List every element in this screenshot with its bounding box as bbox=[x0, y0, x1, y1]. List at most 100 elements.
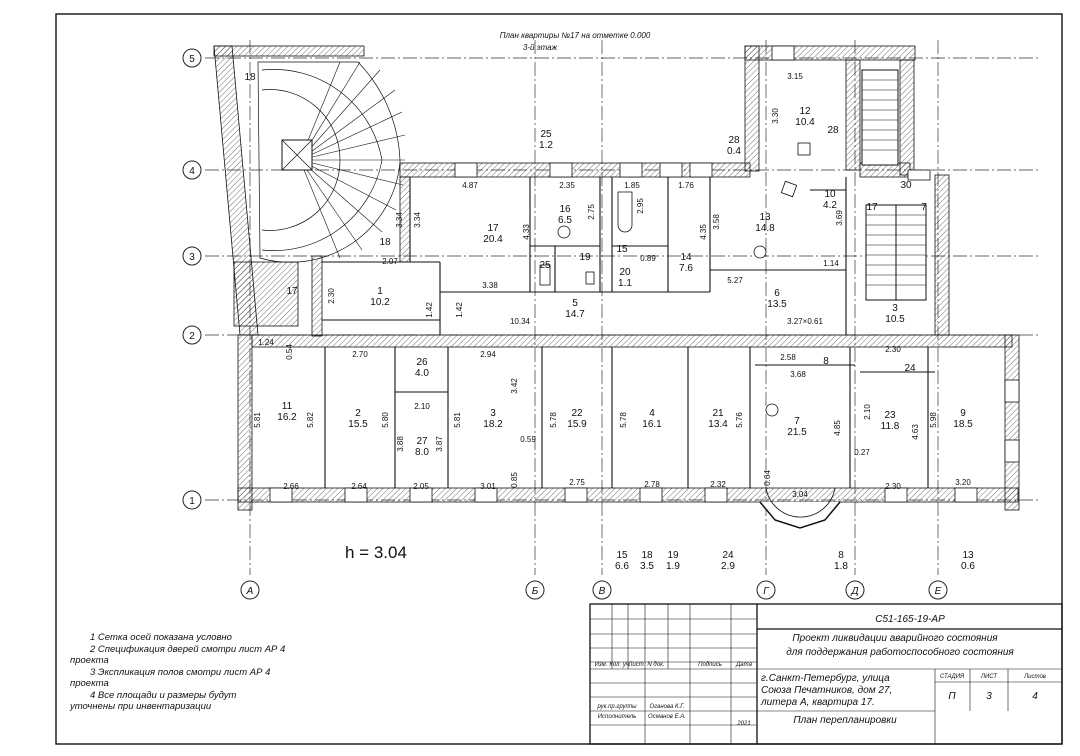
svg-text:18: 18 bbox=[641, 550, 653, 561]
svg-text:1.24: 1.24 bbox=[258, 338, 274, 347]
svg-text:N док.: N док. bbox=[647, 662, 664, 668]
room-number: 17 bbox=[286, 286, 298, 297]
staircase-right-top bbox=[861, 69, 899, 166]
sheet-title: План перепланировки bbox=[793, 715, 897, 726]
room-number: 24 bbox=[904, 363, 916, 374]
svg-text:СТАДИЯ: СТАДИЯ bbox=[940, 674, 965, 680]
svg-text:15: 15 bbox=[616, 550, 628, 561]
room-area: 14.7 bbox=[565, 309, 585, 320]
svg-text:Изм.: Изм. bbox=[595, 662, 608, 668]
svg-text:3: 3 bbox=[986, 691, 992, 702]
svg-text:3.20: 3.20 bbox=[955, 478, 971, 487]
svg-text:5.98: 5.98 bbox=[929, 412, 938, 428]
svg-text:1.14: 1.14 bbox=[823, 259, 839, 268]
room-number: 17 bbox=[487, 223, 499, 234]
svg-text:2.58: 2.58 bbox=[780, 353, 796, 362]
room-area: 13.5 bbox=[767, 299, 787, 310]
svg-text:3.34: 3.34 bbox=[413, 212, 422, 228]
svg-text:2.07: 2.07 bbox=[382, 257, 398, 266]
svg-text:2.32: 2.32 bbox=[710, 480, 726, 489]
room-area: 21.5 bbox=[787, 427, 807, 438]
svg-text:4 Все площади и размеры будут: 4 Все площади и размеры будут bbox=[90, 690, 237, 701]
room-labels: 18 25 1.2 28 0.4 12 10.4 17 20.4 16 6.5 … bbox=[244, 72, 973, 458]
address-line3: литера А, квартира 17. bbox=[760, 697, 875, 708]
svg-text:1.9: 1.9 bbox=[666, 561, 680, 572]
svg-text:проекта: проекта bbox=[70, 655, 109, 666]
svg-text:2.10: 2.10 bbox=[863, 404, 872, 420]
svg-text:0.54: 0.54 bbox=[285, 344, 294, 360]
svg-text:4.87: 4.87 bbox=[462, 181, 478, 190]
svg-text:2.30: 2.30 bbox=[885, 345, 901, 354]
svg-text:Подпись: Подпись bbox=[698, 662, 722, 668]
svg-text:2.78: 2.78 bbox=[644, 480, 660, 489]
room-area: 15.5 bbox=[348, 419, 368, 430]
svg-text:ЛИСТ: ЛИСТ bbox=[980, 674, 999, 680]
svg-text:5.81: 5.81 bbox=[453, 412, 462, 428]
svg-text:4.63: 4.63 bbox=[911, 424, 920, 440]
room-number: 6 bbox=[774, 288, 780, 299]
dimension-labels: 4.87 2.35 1.85 1.76 3.15 3.30 3.34 3.34 … bbox=[253, 72, 971, 499]
svg-text:Лист: Лист bbox=[627, 662, 643, 668]
room-number: 12 bbox=[799, 106, 811, 117]
room-number: 8 bbox=[823, 356, 829, 367]
project-name-line1: Проект ликвидации аварийного состояния bbox=[792, 633, 998, 644]
drawing-frame bbox=[55, 13, 1063, 745]
address-line2: Союза Печатников, дом 27, bbox=[761, 685, 892, 696]
svg-text:3.42: 3.42 bbox=[510, 378, 519, 394]
svg-text:2.9: 2.9 bbox=[721, 561, 735, 572]
room-number: 28 bbox=[728, 135, 740, 146]
room-number: 21 bbox=[712, 408, 724, 419]
building-walls bbox=[213, 45, 1020, 511]
svg-text:3.38: 3.38 bbox=[482, 281, 498, 290]
room-area: 10.4 bbox=[795, 117, 815, 128]
svg-text:3.69: 3.69 bbox=[835, 210, 844, 226]
spiral-staircase bbox=[257, 61, 406, 263]
svg-text:8: 8 bbox=[838, 550, 844, 561]
room-number: 3 bbox=[490, 408, 496, 419]
room-number: 14 bbox=[680, 252, 692, 263]
windows bbox=[269, 45, 1020, 503]
axis-label: В bbox=[599, 586, 606, 597]
svg-text:5.80: 5.80 bbox=[381, 412, 390, 428]
svg-text:0.27: 0.27 bbox=[854, 448, 870, 457]
room-area: 4.2 bbox=[823, 200, 837, 211]
svg-text:1.85: 1.85 bbox=[624, 181, 640, 190]
svg-text:2.05: 2.05 bbox=[413, 482, 429, 491]
svg-text:0.59: 0.59 bbox=[520, 435, 536, 444]
svg-text:Османов Е.А.: Османов Е.А. bbox=[648, 714, 686, 720]
svg-text:5.76: 5.76 bbox=[735, 412, 744, 428]
svg-text:3.68: 3.68 bbox=[790, 370, 806, 379]
svg-text:2.94: 2.94 bbox=[480, 350, 496, 359]
room-area: 20.4 bbox=[483, 234, 503, 245]
room-number: 4 bbox=[649, 408, 655, 419]
svg-text:1 Сетка осей показана условно: 1 Сетка осей показана условно bbox=[90, 632, 232, 643]
svg-text:Дата: Дата bbox=[735, 662, 752, 668]
svg-text:5.78: 5.78 bbox=[549, 412, 558, 428]
room-number: 7 bbox=[921, 202, 927, 213]
room-area: 16.2 bbox=[277, 412, 297, 423]
svg-text:3.04: 3.04 bbox=[792, 490, 808, 499]
room-number: 13 bbox=[759, 212, 771, 223]
room-number: 5 bbox=[572, 298, 578, 309]
room-area: 0.4 bbox=[727, 146, 741, 157]
room-number: 2 bbox=[355, 408, 361, 419]
interior-walls bbox=[322, 177, 935, 488]
bay-window-arc bbox=[765, 487, 836, 518]
svg-text:5.27: 5.27 bbox=[727, 276, 743, 285]
room-number: 1 bbox=[377, 286, 383, 297]
room-number: 17 bbox=[866, 202, 878, 213]
svg-text:13: 13 bbox=[962, 550, 974, 561]
svg-text:рук.пр.группы: рук.пр.группы bbox=[596, 704, 637, 710]
svg-text:2.70: 2.70 bbox=[352, 350, 368, 359]
svg-text:3.01: 3.01 bbox=[480, 482, 496, 491]
room-area: 4.0 bbox=[415, 368, 429, 379]
below-plan-labels: 15 6.6 18 3.5 19 1.9 24 2.9 8 1.8 13 0.6 bbox=[615, 550, 975, 572]
svg-text:19: 19 bbox=[667, 550, 679, 561]
svg-text:0.64: 0.64 bbox=[763, 470, 772, 486]
svg-text:2.30: 2.30 bbox=[327, 288, 336, 304]
sanitary-fixtures bbox=[539, 142, 811, 417]
svg-text:5.78: 5.78 bbox=[619, 412, 628, 428]
staircase-right-mid bbox=[865, 204, 927, 301]
svg-text:2.75: 2.75 bbox=[587, 204, 596, 220]
svg-text:4: 4 bbox=[1032, 691, 1038, 702]
